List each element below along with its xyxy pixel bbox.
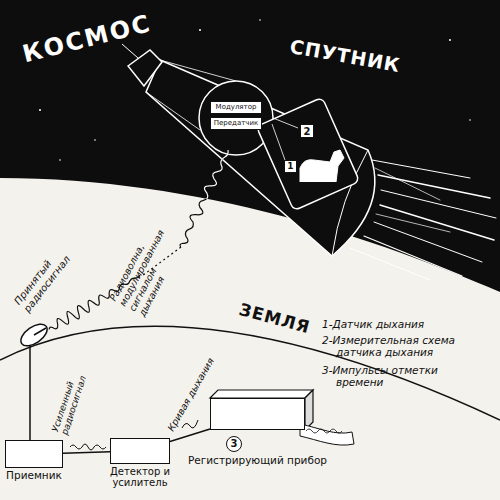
star [449, 39, 451, 41]
recorded-trace [306, 429, 342, 433]
flame-line [381, 190, 496, 218]
node-text: 1 [287, 162, 293, 172]
node-text: Передатчик [214, 120, 258, 128]
antenna-dish [17, 320, 51, 350]
key-entry: 3-Импульсы отметки времени [322, 364, 454, 388]
node-text: 2 [304, 126, 311, 137]
star [199, 29, 201, 31]
signal-label: Принятый радиосигнал [12, 242, 76, 314]
key-entry: 2-Измерительная схема датчика дыхания [322, 334, 492, 358]
satellite-title: СПУТНИК [288, 36, 402, 77]
frame-strut [160, 60, 236, 81]
animal-cabin [256, 97, 359, 210]
nose-cap [128, 50, 162, 86]
dog-silhouette [300, 150, 344, 182]
earth-title: ЗЕМЛЯ [237, 300, 312, 338]
key-entry: 1-Датчик дыхания [322, 318, 424, 330]
flame-line [374, 222, 482, 262]
flame-line [380, 205, 494, 240]
detector-amplifier-box: Детектор и усилитель [110, 438, 170, 464]
star [94, 139, 96, 141]
recorder-box: Регистрирующий прибор [210, 398, 305, 430]
region-title: КОСМОС [20, 10, 154, 69]
satellite-body [146, 60, 375, 256]
antenna-rod [122, 44, 138, 58]
amplified-signal-sketch [70, 444, 106, 450]
signal-connector [63, 452, 110, 453]
node-text: Регистрирующий прибор [188, 455, 327, 467]
receiver-box: Приемник [5, 440, 63, 468]
callout-number: 3 [226, 436, 242, 452]
star [469, 119, 471, 121]
recorder-side-face [305, 390, 313, 430]
transmitter-box: Передатчик [210, 117, 262, 130]
antenna-feed [34, 328, 46, 335]
modulator-box: Модулятор [210, 101, 262, 114]
satellite [122, 44, 375, 256]
signal-label: Радиоволна, модулированная сигналом дыха… [108, 215, 191, 319]
flame-line [378, 175, 490, 198]
receiving-antenna [17, 320, 51, 440]
node-text: Модулятор [216, 104, 257, 112]
frame-strut [146, 92, 200, 130]
edge-label: Усиленный радиосигнал [50, 371, 89, 436]
sensor-circuit-box: 2 [300, 124, 314, 138]
modulated-wave [176, 148, 232, 249]
radio-wave-space [176, 148, 232, 249]
recorder-top-face [210, 390, 313, 398]
space-area [0, 0, 500, 292]
signal-wire [273, 118, 298, 128]
star [39, 109, 41, 111]
breathing-curve-sketch [182, 420, 198, 428]
antenna-mast [29, 342, 31, 440]
radio-wave [176, 148, 232, 249]
flame-line [372, 160, 470, 178]
flame-line [376, 214, 450, 232]
modulated-wave [176, 148, 232, 249]
flame-line [364, 236, 462, 276]
paper-strip [300, 424, 354, 445]
star [59, 159, 61, 161]
node-text: Детектор и усилитель [100, 466, 180, 488]
flame-line [375, 168, 440, 200]
star [259, 19, 261, 21]
breath-sensor-box: 1 [284, 160, 297, 173]
signal-wire [272, 124, 285, 160]
instrument-sphere [199, 81, 273, 155]
flame-line [350, 248, 430, 280]
node-text: Приемник [6, 470, 62, 482]
